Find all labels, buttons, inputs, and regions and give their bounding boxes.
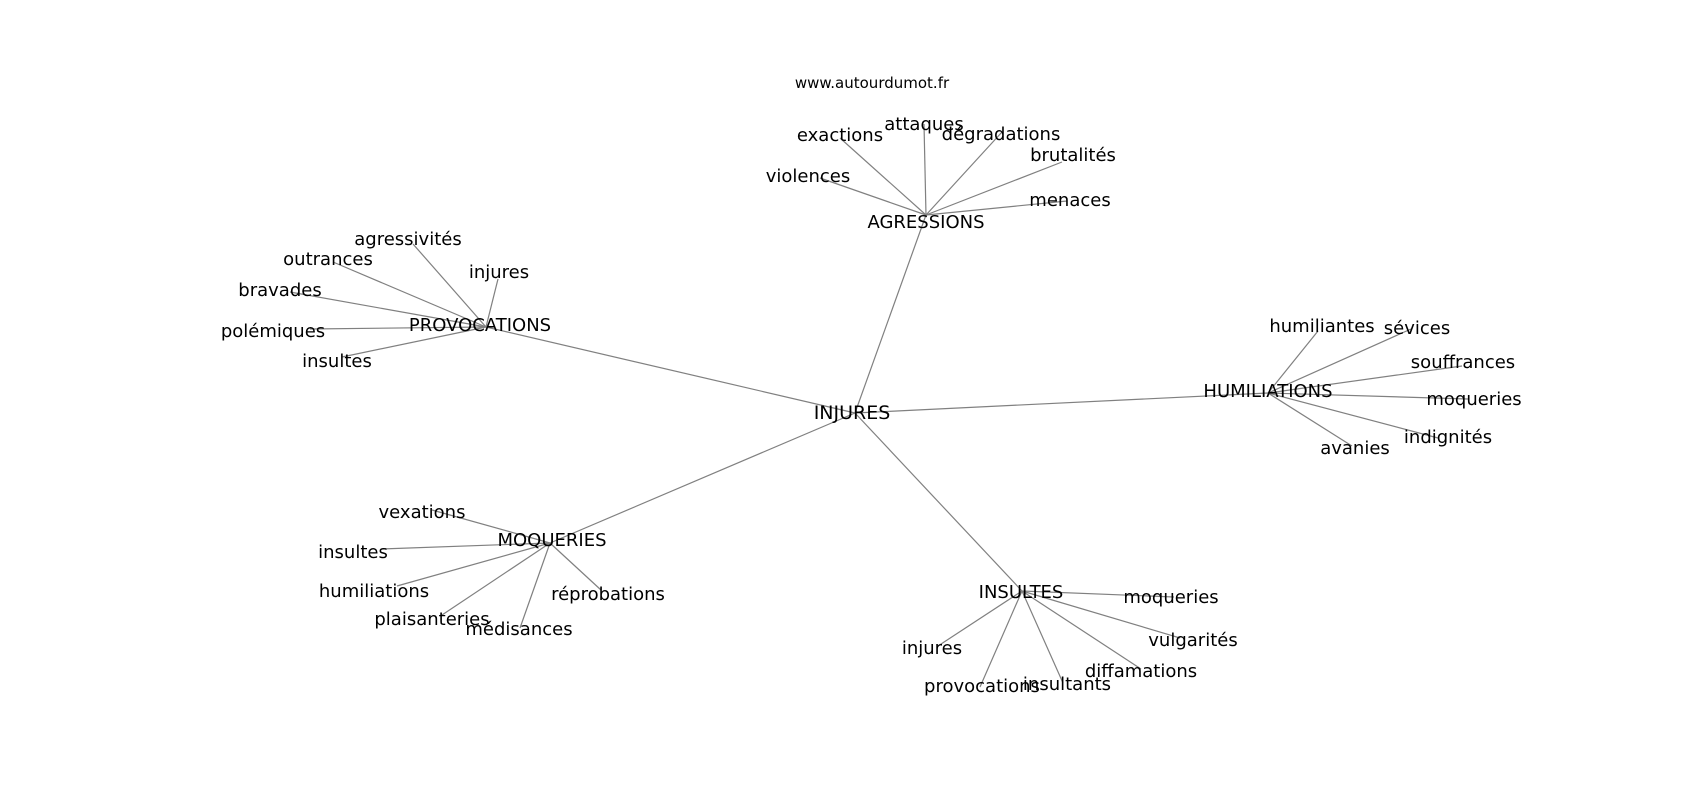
leaf-node[interactable]: injures <box>469 262 529 283</box>
leaf-node[interactable]: brutalités <box>1030 145 1116 166</box>
edge-hub-leaf <box>396 542 551 587</box>
edge-hub-leaf <box>1267 392 1353 447</box>
edge-hub-leaf <box>925 161 1063 216</box>
edge-hub-leaf <box>839 137 927 216</box>
edge-center-hub <box>854 392 1269 414</box>
edge-hub-leaf <box>925 131 1003 216</box>
graph-edges <box>289 123 1469 688</box>
edge-hub-leaf <box>1267 328 1412 394</box>
leaf-node[interactable]: exactions <box>797 125 883 146</box>
leaf-node[interactable]: bravades <box>238 280 321 301</box>
leaf-node[interactable]: outrances <box>283 249 373 270</box>
edge-hub-leaf <box>380 542 551 550</box>
hub-node[interactable]: INSULTES <box>979 582 1064 603</box>
edge-hub-leaf <box>341 326 487 358</box>
edge-hub-leaf <box>1267 392 1469 400</box>
leaf-node[interactable]: attaques <box>884 114 963 135</box>
edge-hub-leaf <box>1267 330 1319 394</box>
leaf-node[interactable]: plaisanteries <box>374 609 489 630</box>
edge-hub-leaf <box>441 542 551 616</box>
edge-hub-leaf <box>309 326 487 330</box>
edge-hub-leaf <box>1021 590 1181 639</box>
edge-center-hub <box>854 214 927 414</box>
edge-hub-leaf <box>1021 590 1064 684</box>
edge-hub-leaf <box>431 509 551 544</box>
leaf-node[interactable]: violences <box>766 166 851 187</box>
leaf-node[interactable]: insultants <box>1023 674 1111 695</box>
leaf-node[interactable]: insultes <box>302 351 372 372</box>
leaf-node[interactable]: médisances <box>465 619 572 640</box>
leaf-node[interactable]: provocations <box>924 676 1040 697</box>
edge-hub-leaf <box>485 278 499 328</box>
leaf-node[interactable]: avanies <box>1320 438 1390 459</box>
leaf-node[interactable]: moqueries <box>1426 389 1521 410</box>
leaf-node[interactable]: vulgarités <box>1148 630 1237 651</box>
leaf-node[interactable]: diffamations <box>1085 661 1197 682</box>
edge-hub-leaf <box>979 590 1023 688</box>
leaf-node[interactable]: vexations <box>379 502 466 523</box>
leaf-node[interactable]: sévices <box>1384 318 1450 339</box>
edge-hub-leaf <box>289 291 487 328</box>
leaf-node[interactable]: agressivités <box>354 229 461 250</box>
edge-hub-leaf <box>549 542 602 591</box>
leaf-node[interactable]: souffrances <box>1411 352 1515 373</box>
edge-hub-leaf <box>923 123 927 216</box>
edge-hub-leaf <box>925 200 1068 216</box>
edge-hub-leaf <box>1267 365 1463 394</box>
source-label[interactable]: www.autourdumot.fr <box>795 74 950 92</box>
hub-node[interactable]: AGRESSIONS <box>867 212 984 233</box>
leaf-node[interactable]: injures <box>902 638 962 659</box>
leaf-node[interactable]: menaces <box>1029 190 1110 211</box>
leaf-node[interactable]: dégradations <box>942 124 1061 145</box>
edge-hub-leaf <box>1021 590 1175 598</box>
edge-center-hub <box>485 326 856 414</box>
edge-hub-leaf <box>1021 590 1142 670</box>
leaf-node[interactable]: indignités <box>1404 427 1492 448</box>
edge-hub-leaf <box>519 542 551 629</box>
hub-node[interactable]: PROVOCATIONS <box>409 315 551 336</box>
edge-hub-leaf <box>819 177 927 216</box>
leaf-node[interactable]: moqueries <box>1123 587 1218 608</box>
edge-hub-leaf <box>412 243 487 328</box>
hub-node[interactable]: HUMILIATIONS <box>1203 381 1332 402</box>
leaf-node[interactable]: insultes <box>318 542 388 563</box>
graph-labels: www.autourdumot.fr INJURES AGRESSIONS exac… <box>221 74 1522 697</box>
leaf-node[interactable]: humiliantes <box>1269 316 1374 337</box>
leaf-node[interactable]: polémiques <box>221 321 325 342</box>
leaf-node[interactable]: humiliations <box>319 581 429 602</box>
edge-hub-leaf <box>332 261 487 328</box>
edge-center-hub <box>549 412 856 544</box>
edge-hub-leaf <box>1267 392 1439 439</box>
center-node[interactable]: INJURES <box>814 402 891 424</box>
edge-hub-leaf <box>937 590 1023 647</box>
edge-center-hub <box>854 412 1023 592</box>
leaf-node[interactable]: réprobations <box>551 584 665 605</box>
hub-node[interactable]: MOQUERIES <box>497 530 606 551</box>
